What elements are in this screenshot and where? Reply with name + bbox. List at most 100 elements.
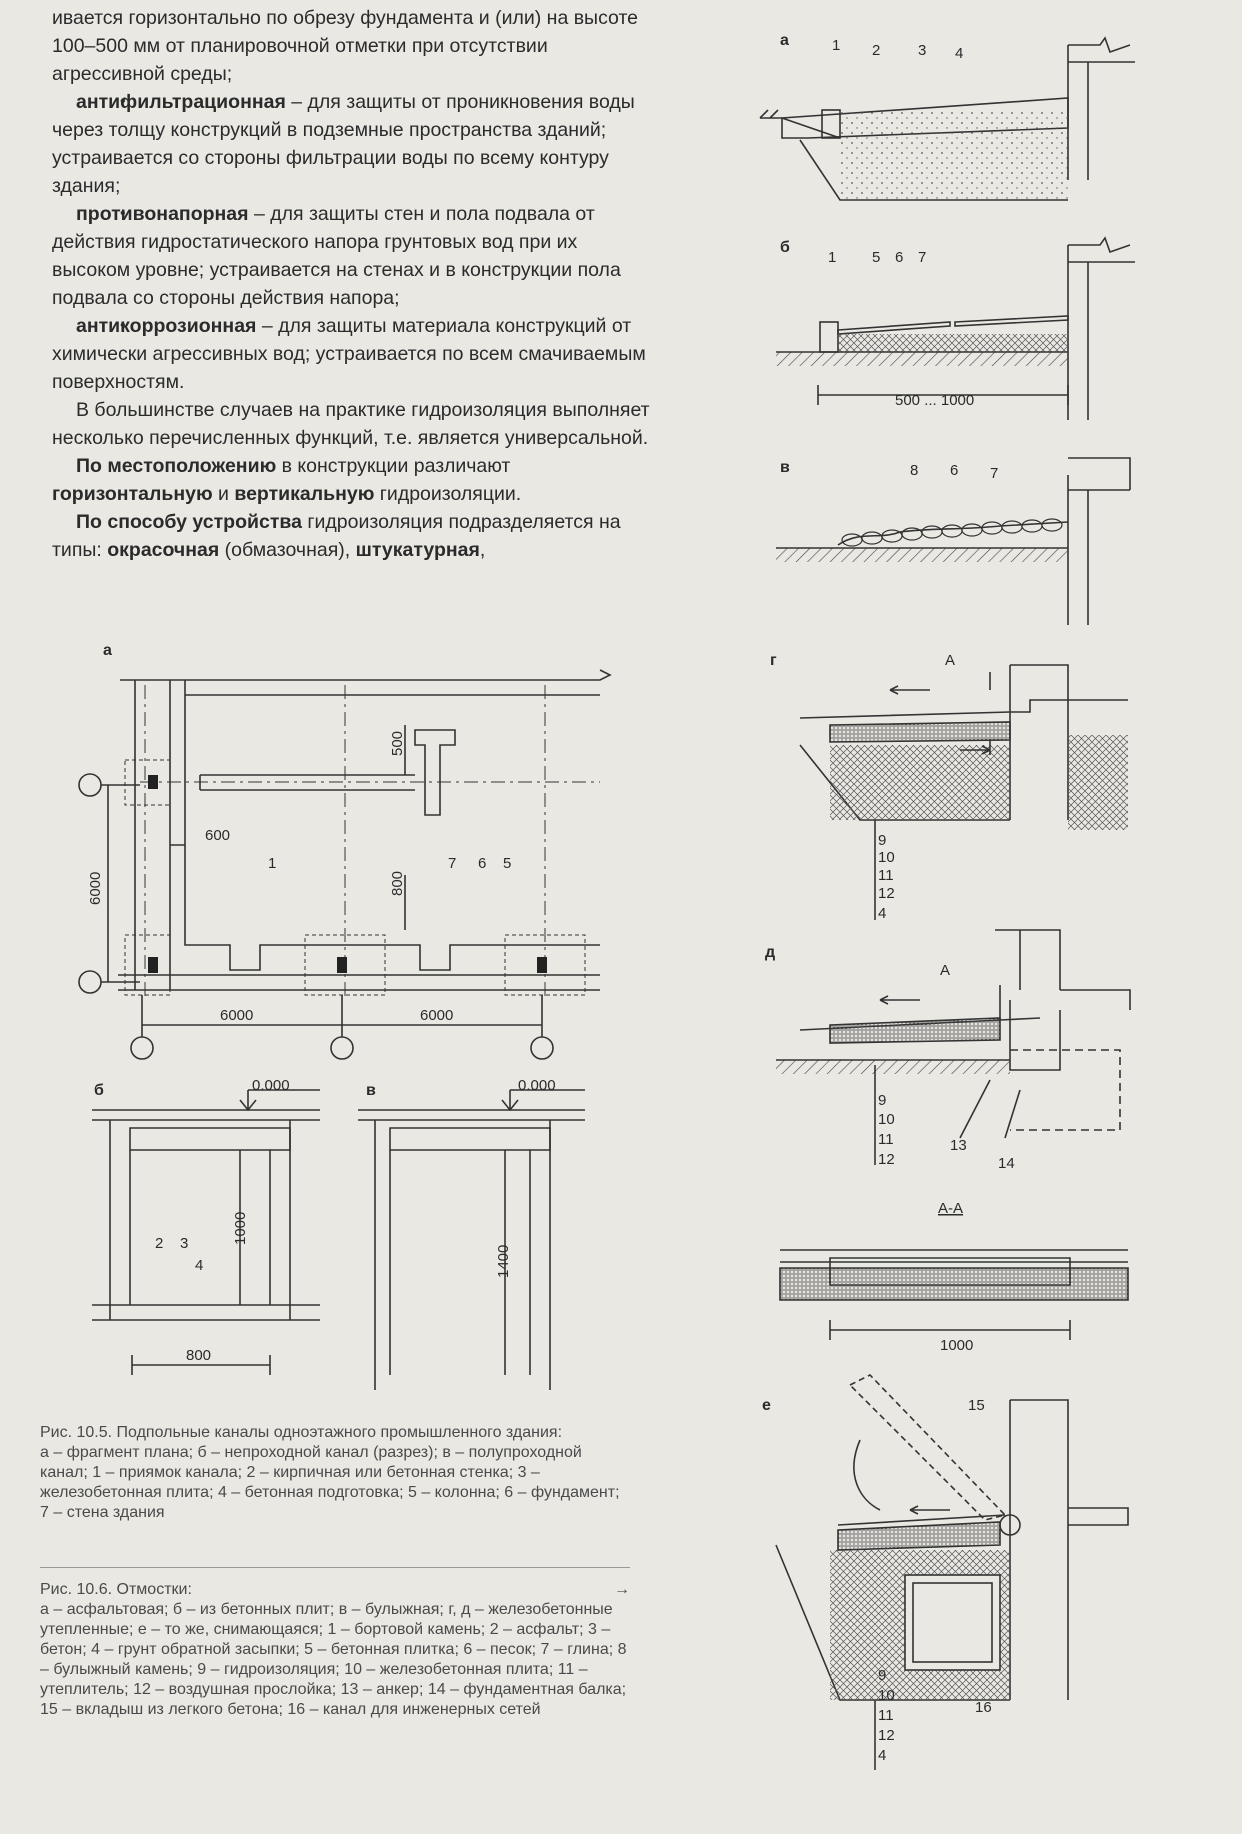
term: штукатурная [355,539,480,561]
callout: 3 [180,1235,188,1252]
callout: 9 [878,1667,886,1684]
callout: 10 [878,849,895,866]
text-run: гидроизоляции. [374,483,522,505]
callout: 10 [878,1111,895,1128]
term: антифильтрационная [76,91,286,113]
fig5-caption: Рис. 10.5. Подпольные каналы одноэтажног… [40,1423,630,1523]
fig6-labels: а 1 2 3 4 б 1 5 6 7 500 ... 1000 в 8 6 7… [762,32,1015,1764]
divider [40,1567,630,1568]
section-title: А-А [938,1200,963,1217]
list-item: •антифильтрационная – для защиты от прон… [52,88,652,200]
callout: 3 [918,42,926,59]
caption-title: Рис. 10.6. Отмостки: [40,1581,192,1598]
level-mark: 0.000 [518,1077,556,1094]
dimension: 800 [186,1347,211,1364]
callout: 7 [448,855,456,872]
fig5-v-label: в [366,1082,376,1099]
callout: 13 [950,1137,967,1154]
fig6-b-label: б [780,239,790,256]
caption-title-row: Рис. 10.6. Отмостки: → [40,1580,630,1600]
callout: 14 [998,1155,1015,1172]
callout: 2 [872,42,880,59]
dimension: 1000 [232,1212,249,1245]
definition: – для защиты стен и пола подвала от дейс… [52,203,621,309]
text-run: в конструкции различают [276,455,511,477]
callout: 7 [990,465,998,482]
text-run: , [479,539,486,561]
callout: 4 [878,1747,886,1764]
list-item: •антикоррозионная – для защиты материала… [52,312,652,396]
paragraph: По местоположению в конструкции различаю… [52,452,652,508]
caption-body: а – асфальтовая; б – из бетонных плит; в… [40,1601,627,1718]
section-mark: А [945,652,955,669]
callout: 5 [503,855,511,872]
term: окрасочная [107,539,220,561]
dimension: 6000 [420,1007,453,1024]
callout: 6 [950,462,958,479]
bullet-icon: • [120,317,126,334]
dimension: 6000 [220,1007,253,1024]
definition: – для защиты от проникновения воды через… [52,91,635,197]
fig6-d-label: д [765,944,775,961]
dimension: 1000 [940,1337,973,1354]
callout: 11 [878,867,894,884]
term: По способу устройства [76,511,302,533]
callout: 10 [878,1687,895,1704]
fig5-b [92,1089,320,1375]
fig6-g [799,664,1128,920]
callout: 8 [910,462,918,479]
fig5-a-label: а [103,642,112,659]
dimension: 500 [389,731,406,756]
continue-arrow-icon: → [614,1581,630,1598]
text-run: (обмазочная), [219,539,356,561]
callout: 1 [268,855,276,872]
section-mark: А [940,962,950,979]
paragraph: В большинстве случаев на практике гидрои… [52,399,650,449]
fig5-a [78,669,612,1060]
bullet-icon: • [120,205,126,222]
callout: 2 [155,1235,163,1252]
bullet-icon: • [120,93,126,110]
fig6-a [759,36,1135,201]
callout: 7 [918,249,926,266]
callout: 6 [895,249,903,266]
list-item: •противонапорная – для защиты стен и пол… [52,200,652,312]
fig6-e-label: е [762,1397,771,1414]
dimension: 600 [205,827,230,844]
callout: 5 [872,249,880,266]
text-run: гидроизоляция подразделяется на типы: [52,511,621,561]
callout: 11 [878,1131,894,1148]
paragraph: ивается горизонтально по обрезу фундамен… [52,7,639,85]
callout: 6 [478,855,486,872]
fig6-g-label: г [770,652,777,669]
callout: 16 [975,1699,992,1716]
callout: 9 [878,1092,886,1109]
callout: 9 [878,832,886,849]
dimension: 800 [389,871,406,896]
caption-body: а – фрагмент плана; б – непроходной кана… [40,1444,620,1521]
fig6-v [776,457,1131,625]
callout: 11 [878,1707,894,1724]
term: вертикальную [234,483,375,505]
fig6-caption: Рис. 10.6. Отмостки: → а – асфальтовая; б… [40,1580,630,1720]
callout: 12 [878,1727,895,1744]
term: противонапорная [76,203,249,225]
callout: 1 [828,249,836,266]
callout: 15 [968,1397,985,1414]
fig6-v-label: в [780,459,790,476]
fig6-e [775,1374,1129,1770]
callout: 4 [195,1257,203,1274]
fig6-a-label: а [780,32,789,49]
paragraph: По способу устройства гидроизоляция подр… [52,508,652,564]
callout: 4 [955,45,963,62]
definition: – для защиты материала конструкций от хи… [52,315,646,393]
function-list: •антифильтрационная – для защиты от прон… [52,88,652,396]
callout: 1 [832,37,840,54]
fig5-v [358,1089,585,1390]
dimension: 6000 [87,872,104,905]
callout: 4 [878,905,886,922]
caption-title: Рис. 10.5. Подпольные каналы одноэтажног… [40,1424,563,1441]
level-mark: 0.000 [252,1077,290,1094]
